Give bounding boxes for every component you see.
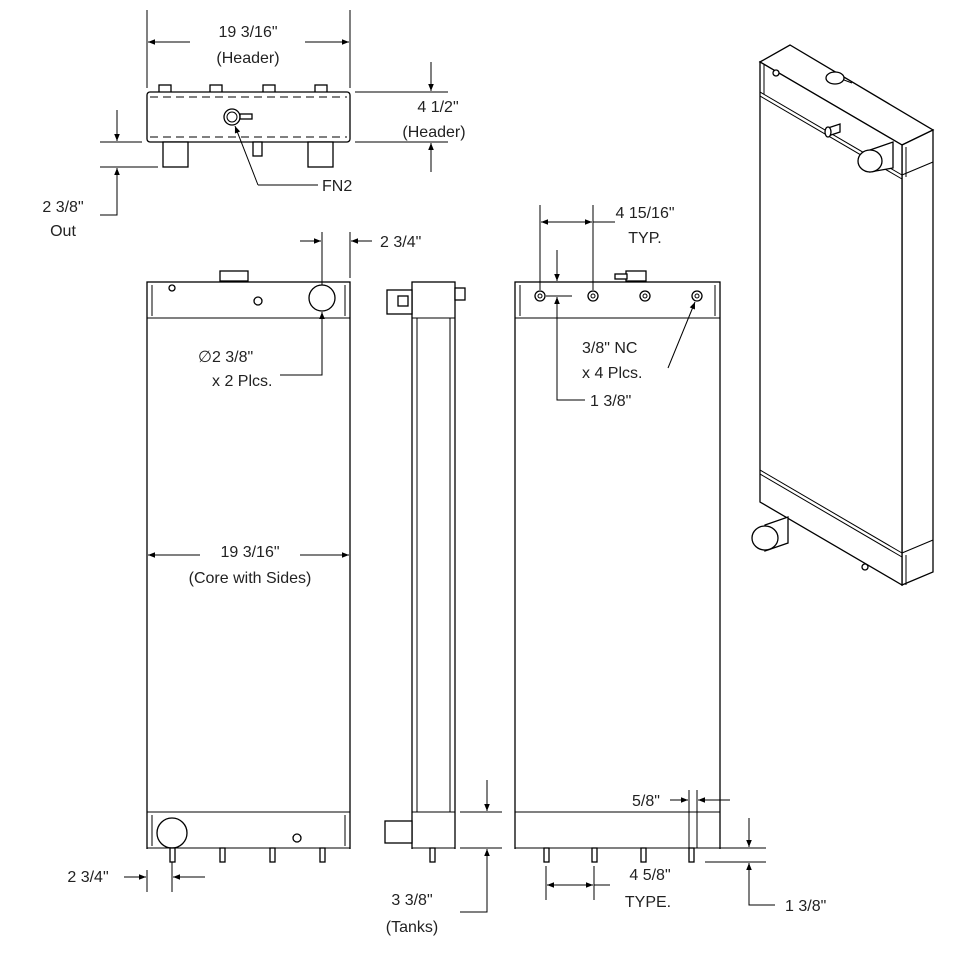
bottom-offset-dim: 2 3/4" [67,869,108,886]
core-width-note: (Core with Sides) [189,570,312,587]
bottom-spacing-note: TYPE. [625,894,671,911]
isometric-view [751,44,935,587]
rear-outline [514,281,721,871]
header-width-dim: 19 3/16" [218,24,277,41]
tank-note: (Tanks) [386,919,438,936]
hole-count: x 4 Plcs. [582,365,642,382]
bottom-spacing-dim: 4 5/8" [629,867,670,884]
mounting-holes [534,290,703,302]
side-outlet-pipe [384,820,413,844]
hole-offset-dim: 1 3/8" [590,393,631,410]
outlet-dim: 2 3/8" [42,199,83,216]
filler-neck-fn2 [223,108,241,126]
hole-spacing-dim: 4 15/16" [615,205,674,222]
rear-view: 4 15/16" TYP. 1 3/8" 3/8" NC x 4 Plcs. 5… [514,205,826,915]
top-offset-dim: 2 3/4" [380,234,421,251]
edge-dim: 5/8" [632,793,660,810]
bottom-stubs [169,847,326,863]
inlet-pipe [308,284,336,312]
side-outline [411,281,456,871]
fn2-callout: FN2 [322,178,352,195]
top-stubs [158,84,328,94]
side-view: 3 3/8" (Tanks) [384,281,502,936]
header-height-note: (Header) [402,124,465,141]
header-height-dim: 4 1/2" [417,99,458,116]
stub-length-dim: 1 3/8" [785,898,826,915]
front-view: 2 3/4" ∅2 3/8" x 2 Plcs. 19 3/16" (Core … [67,232,421,892]
filler-cap [219,270,249,282]
outlet-pipe [156,817,188,849]
outlet-pipe-left [162,141,189,168]
pipe-count: x 2 Plcs. [212,373,272,390]
outlet-pipe-right [307,141,334,168]
top-view: FN2 19 3/16" (Header) 4 1/2" (Header) 2 … [42,10,466,240]
rear-bottom-stubs [543,847,695,863]
iso-side-face [901,128,934,586]
tank-dim: 3 3/8" [391,892,432,909]
iso-front-face [759,60,903,587]
pipe-diameter: ∅2 3/8" [198,349,253,366]
hole-spec: 3/8" NC [582,340,637,357]
header-width-note: (Header) [216,50,279,67]
iso-filler-cap [825,71,845,85]
outlet-note: Out [50,223,76,240]
hole-spacing-note: TYP. [628,230,662,247]
drain-stub [252,141,263,157]
core-width-dim: 19 3/16" [220,544,279,561]
front-outline [146,281,351,871]
